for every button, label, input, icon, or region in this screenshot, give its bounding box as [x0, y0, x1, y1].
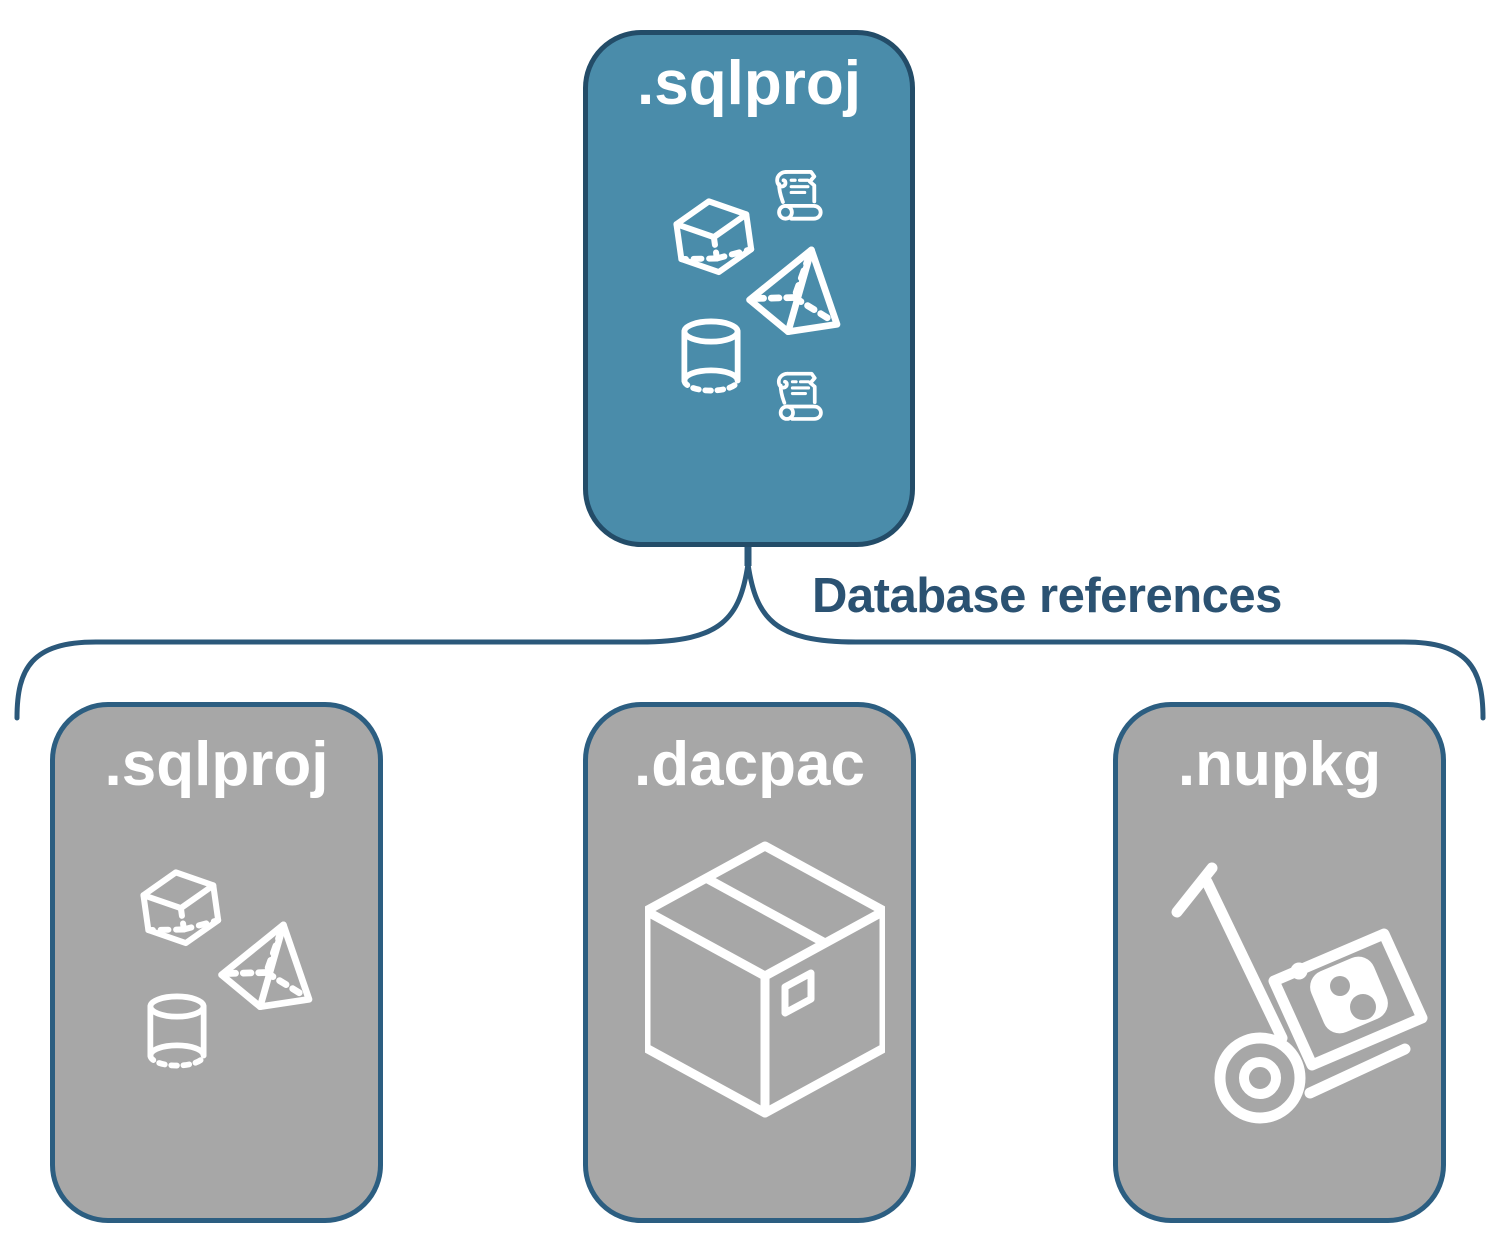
hand-truck-nuget-package-icon — [1171, 862, 1428, 1124]
package-box-icon — [645, 841, 885, 1118]
sql-script-scroll-icon — [776, 371, 823, 421]
cylinder-icon — [681, 318, 741, 394]
connector-label: Database references — [812, 569, 1282, 623]
brace-connector — [14, 547, 1486, 721]
pyramid-icon — [218, 921, 313, 1011]
child-box-dacpac: .dacpac — [583, 702, 916, 1223]
child-box-title: .nupkg — [1177, 730, 1382, 799]
child-box-title: .sqlproj — [104, 730, 329, 799]
cylinder-icon — [147, 993, 207, 1069]
cube-icon — [140, 869, 222, 947]
child-box-nupkg: .nupkg — [1113, 702, 1446, 1223]
child-box-sqlproj: .sqlproj — [50, 702, 383, 1223]
root-box-sqlproj: .sqlproj — [583, 30, 915, 547]
sql-script-scroll-icon — [775, 170, 823, 221]
child-box-title: .dacpac — [634, 730, 865, 799]
nuget-logo — [1290, 956, 1388, 1034]
root-box-title: .sqlproj — [637, 49, 861, 118]
pyramid-icon — [746, 246, 841, 336]
cube-icon — [673, 198, 755, 276]
